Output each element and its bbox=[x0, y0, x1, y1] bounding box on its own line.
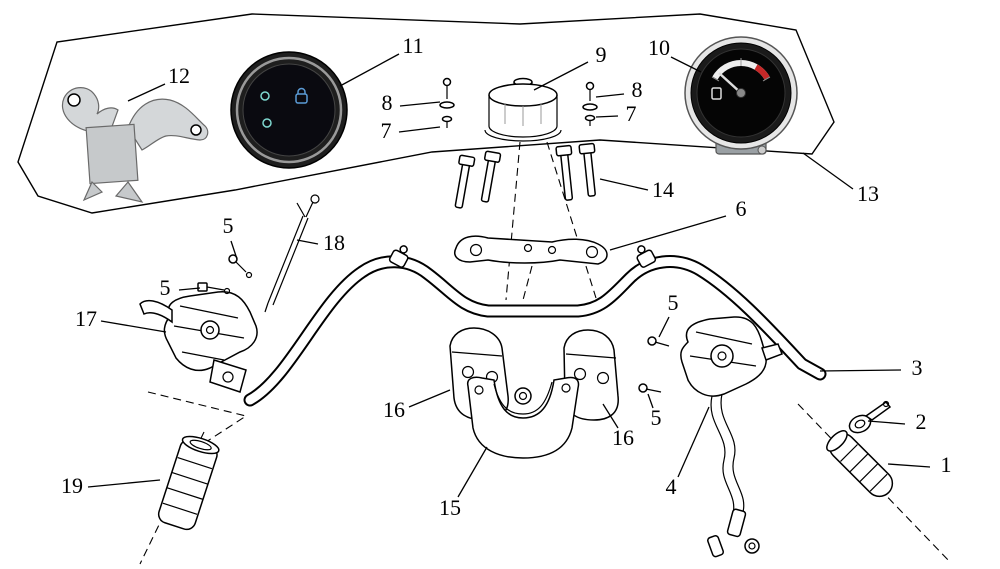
callout-leader bbox=[595, 115, 619, 118]
callout-label: 19 bbox=[61, 473, 83, 498]
callout-leader bbox=[87, 479, 161, 488]
callout-leader bbox=[100, 320, 167, 333]
wire-harness bbox=[720, 393, 745, 517]
callout-leader bbox=[609, 215, 727, 251]
switch-assembly-17 bbox=[139, 291, 258, 393]
callout-leader bbox=[602, 403, 619, 429]
screw-set-8-7-left bbox=[439, 77, 455, 128]
callout-leader bbox=[677, 406, 710, 478]
wire-connector bbox=[707, 534, 725, 558]
mount-bolt bbox=[480, 150, 502, 203]
callout-label: 5 bbox=[223, 213, 234, 238]
construction-line bbox=[147, 391, 248, 443]
callout-label: 2 bbox=[916, 409, 927, 434]
callout-leader bbox=[887, 463, 931, 468]
callout-leader bbox=[178, 287, 201, 291]
callout-leader bbox=[533, 61, 589, 91]
mount-bolt-14 bbox=[578, 142, 596, 197]
lever-clamp-2 bbox=[848, 400, 892, 434]
callout-label: 4 bbox=[666, 474, 677, 499]
callout-label: 16 bbox=[383, 397, 405, 422]
callout-leader bbox=[457, 446, 488, 498]
mirror-clamp bbox=[388, 245, 409, 268]
callout-label: 8 bbox=[632, 77, 643, 102]
callout-leader bbox=[398, 126, 441, 133]
meter-housing-9 bbox=[484, 77, 562, 142]
screw-5 bbox=[228, 254, 253, 279]
highbeam-indicator-icon bbox=[262, 118, 272, 128]
indicator-gauge-11 bbox=[230, 51, 348, 169]
callout-label: 1 bbox=[941, 452, 952, 477]
callout-label: 14 bbox=[652, 177, 674, 202]
callout-label: 18 bbox=[323, 230, 345, 255]
brake-lever bbox=[139, 299, 173, 324]
callout-label: 5 bbox=[651, 405, 662, 430]
callout-label: 7 bbox=[381, 118, 392, 143]
lower-holder-15 bbox=[466, 376, 580, 459]
construction-line bbox=[522, 265, 533, 301]
callout-leader bbox=[819, 369, 902, 372]
switch-assembly-4 bbox=[680, 316, 783, 558]
callout-leader bbox=[339, 53, 400, 87]
inset-panel-outline bbox=[17, 13, 835, 214]
callout-label: 15 bbox=[439, 495, 461, 520]
screw-5 bbox=[647, 336, 670, 347]
turn-indicator-icon bbox=[260, 91, 270, 101]
construction-line bbox=[546, 141, 597, 299]
fuel-gauge-10 bbox=[684, 36, 798, 155]
rod-18 bbox=[264, 194, 320, 313]
callout-leader bbox=[658, 316, 670, 338]
grip-tube-19 bbox=[157, 435, 220, 531]
screw-set-8-7-right bbox=[582, 81, 598, 126]
callout-leader bbox=[408, 389, 451, 408]
lock-indicator-icon bbox=[295, 87, 308, 104]
upper-holder-bracket-6 bbox=[454, 235, 608, 265]
callout-leader bbox=[867, 420, 906, 425]
callout-label: 7 bbox=[626, 101, 637, 126]
screw-5 bbox=[197, 282, 231, 295]
callout-label: 12 bbox=[168, 63, 190, 88]
callout-leader bbox=[595, 93, 625, 98]
callout-leader bbox=[127, 83, 166, 102]
callout-label: 5 bbox=[668, 290, 679, 315]
callout-leader bbox=[647, 393, 654, 409]
callout-leader bbox=[399, 101, 441, 107]
callout-leader bbox=[670, 56, 702, 73]
wire-harness bbox=[710, 395, 735, 519]
callout-label: 6 bbox=[736, 196, 747, 221]
mount-bolt bbox=[454, 154, 476, 209]
callout-label: 8 bbox=[382, 90, 393, 115]
screw-5 bbox=[638, 383, 662, 393]
bracket-part-12 bbox=[61, 87, 209, 203]
wire-connector bbox=[726, 508, 747, 538]
callout-label: 9 bbox=[596, 42, 607, 67]
mount-bolt-14 bbox=[555, 144, 574, 201]
callout-label: 5 bbox=[160, 275, 171, 300]
riser-clamp-16-right bbox=[563, 329, 619, 421]
callout-label: 3 bbox=[912, 355, 923, 380]
callout-label: 11 bbox=[402, 33, 423, 58]
fuel-scale-red-zone bbox=[754, 64, 770, 80]
construction-line bbox=[139, 431, 205, 565]
callout-label: 17 bbox=[75, 306, 97, 331]
construction-line bbox=[505, 141, 521, 301]
callout-leader bbox=[230, 240, 238, 260]
callout-leader bbox=[802, 152, 854, 190]
callout-label: 10 bbox=[648, 35, 670, 60]
fuel-pump-icon bbox=[711, 87, 722, 100]
wire-connector bbox=[744, 538, 760, 554]
mirror-clamp bbox=[636, 245, 657, 268]
callout-leader bbox=[296, 239, 319, 245]
callout-label: 16 bbox=[612, 425, 634, 450]
callout-leader bbox=[599, 178, 649, 191]
handlebar-tube bbox=[243, 255, 827, 407]
handgrip-1 bbox=[826, 430, 894, 498]
callout-label: 13 bbox=[857, 181, 879, 206]
